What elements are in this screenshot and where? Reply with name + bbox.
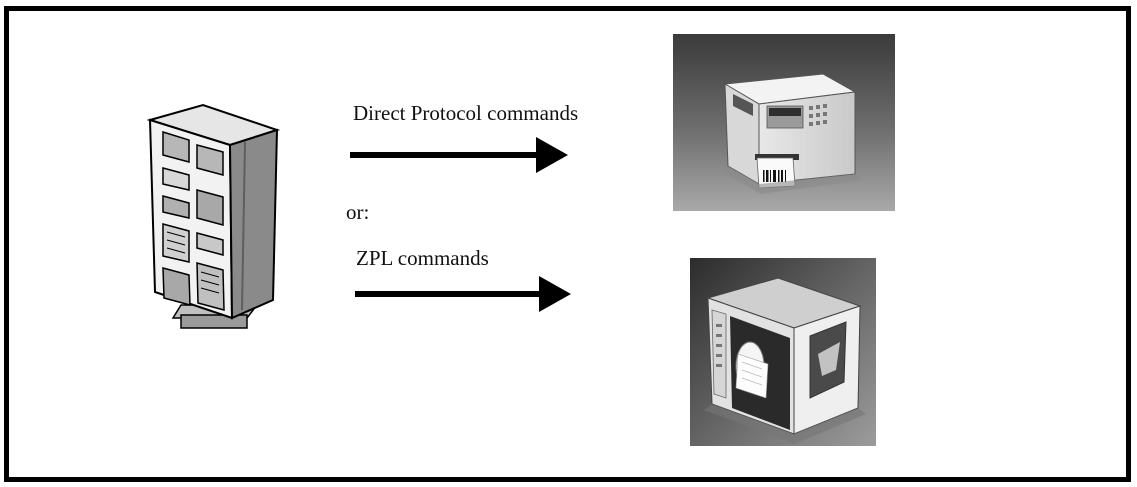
or-label: or: xyxy=(346,200,370,224)
direct-protocol-label: Direct Protocol commands xyxy=(353,101,579,125)
zpl-printer-photo xyxy=(690,258,876,446)
diagram-frame xyxy=(4,6,1131,482)
direct-protocol-printer-photo xyxy=(673,34,895,211)
zpl-arrow xyxy=(355,276,571,312)
server-cabinet-icon xyxy=(146,103,281,329)
zpl-label: ZPL commands xyxy=(356,246,489,270)
direct-protocol-arrow xyxy=(350,137,568,173)
